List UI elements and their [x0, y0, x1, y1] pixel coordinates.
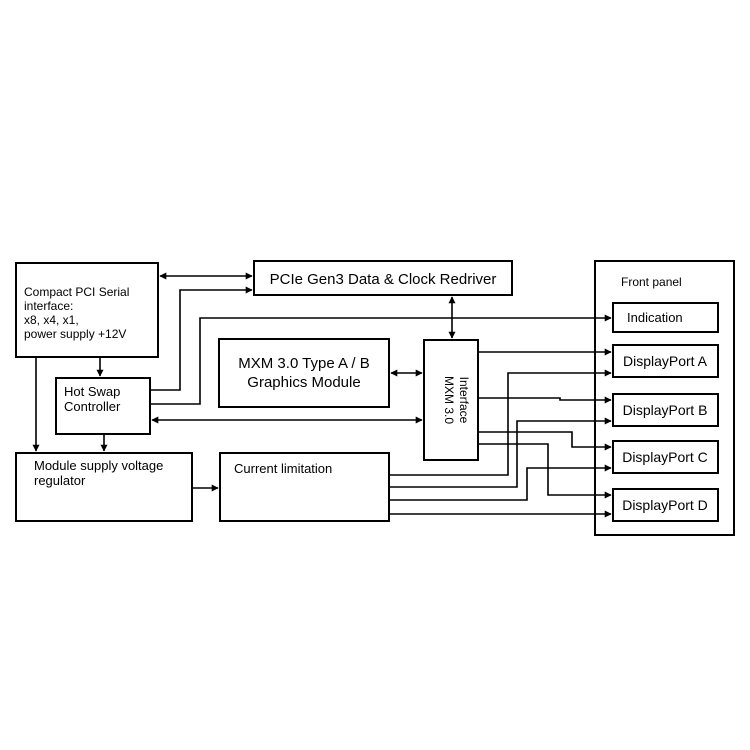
displayport-a-block: DisplayPort A — [612, 344, 719, 378]
module-supply-voltage-regulator-block: Module supply voltage regulator — [15, 452, 193, 522]
regulator-line-1: Module supply voltage — [34, 458, 163, 473]
current-limitation-label: Current limitation — [234, 461, 332, 476]
displayport-d-block: DisplayPort D — [612, 488, 719, 522]
mxm-module-line-2: Graphics Module — [247, 374, 360, 391]
displayport-b-block: DisplayPort B — [612, 393, 719, 427]
pcie-redriver-block: PCIe Gen3 Data & Clock Redriver — [253, 260, 513, 296]
indication-block: Indication — [612, 302, 719, 333]
indication-label: Indication — [627, 310, 683, 325]
hot-swap-controller-block: Hot Swap Controller — [55, 377, 151, 435]
connectors — [32, 272, 612, 518]
hotswap-line-2: Controller — [64, 399, 121, 414]
displayport-d-label: DisplayPort D — [622, 497, 708, 513]
cpci-line-3: x8, x4, x1, — [24, 313, 79, 327]
hotswap-pcie-link — [150, 286, 253, 391]
hotswap-indication-link — [150, 314, 612, 405]
mxm-interface-line-1: MXM 3.0 — [442, 376, 456, 424]
mxm-interface-line-2: Interface — [457, 377, 471, 424]
cpci-line-1: Compact PCI Serial — [24, 285, 129, 299]
current-dp-c-feed — [389, 464, 612, 501]
current-limitation-block: Current limitation — [219, 452, 390, 522]
current-dp-b-feed — [389, 417, 612, 488]
compact-pci-serial-block: Compact PCI Serial interface: x8, x4, x1… — [15, 262, 159, 358]
mxm-dp-c-link — [478, 431, 612, 451]
displayport-b-label: DisplayPort B — [623, 402, 708, 418]
regulator-line-2: regulator — [34, 473, 86, 488]
displayport-c-block: DisplayPort C — [612, 440, 719, 474]
mxm-interface-block: MXM 3.0 Interface — [423, 339, 479, 461]
current-dp-a-feed — [389, 369, 612, 476]
mxm-module-line-1: MXM 3.0 Type A / B — [238, 355, 369, 372]
pcie-redriver-label: PCIe Gen3 Data & Clock Redriver — [270, 271, 497, 288]
cpci-line-2: interface: — [24, 299, 73, 313]
hotswap-line-1: Hot Swap — [64, 384, 120, 399]
displayport-c-label: DisplayPort C — [622, 449, 708, 465]
cpci-line-4: power supply +12V — [24, 327, 126, 341]
mxm-dp-d-link — [478, 443, 612, 499]
mxm-dp-b-link — [478, 396, 612, 404]
mxm-graphics-module-block: MXM 3.0 Type A / B Graphics Module — [218, 338, 390, 408]
front-panel-label: Front panel — [621, 275, 682, 289]
displayport-a-label: DisplayPort A — [623, 353, 708, 369]
